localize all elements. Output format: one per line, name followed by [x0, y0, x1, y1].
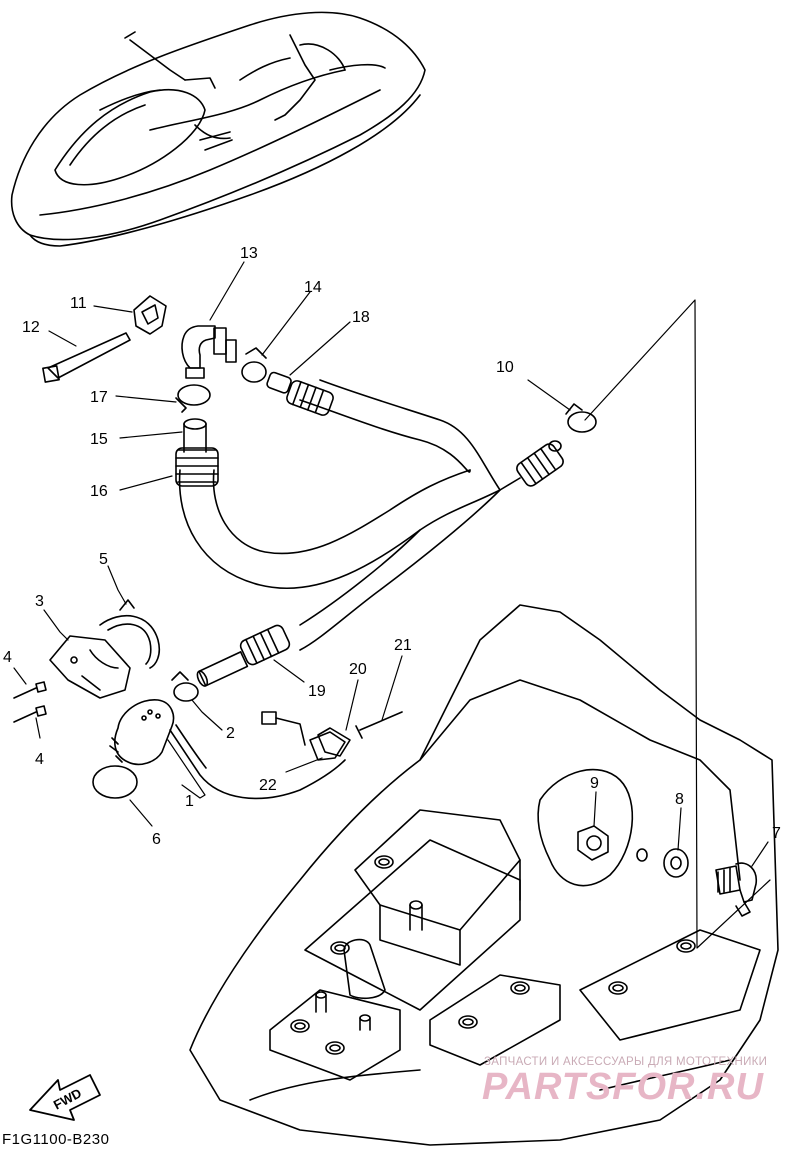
- callout-4-lower: 4: [35, 751, 44, 768]
- bilge-pump-1: [109, 699, 346, 800]
- bracket-3: [49, 635, 131, 699]
- fwd-arrow-icon: [29, 1074, 101, 1121]
- callout-4-upper: 4: [3, 649, 12, 666]
- clamp-2: [171, 671, 199, 702]
- nut-9: [577, 825, 609, 861]
- elbow-joint-13: [181, 325, 237, 379]
- callout-6: 6: [152, 831, 161, 848]
- clamp-14: [241, 347, 267, 383]
- clamp-17: [175, 384, 211, 413]
- figure-code: F1G1100-B230: [2, 1131, 110, 1148]
- callout-14: 14: [304, 279, 322, 296]
- callout-labels: 1 2 3 4 4 5 6 7 8 9 10 11 12 13 14 15 16…: [3, 245, 781, 1113]
- callout-17: 17: [90, 389, 108, 406]
- callout-7: 7: [772, 825, 781, 842]
- screw-4-upper: [13, 681, 47, 699]
- watermark-caption: ЗАПЧАСТИ И АКСЕССУАРЫ ДЛЯ МОТОТЕХНИКИ: [484, 1056, 768, 1068]
- callout-13: 13: [240, 245, 258, 262]
- hull-interior: [189, 604, 779, 1146]
- callout-9: 9: [590, 775, 599, 792]
- connector-22: [261, 711, 346, 761]
- callout-20: 20: [349, 661, 367, 678]
- holder-20: [317, 727, 351, 757]
- cable-tie-12: [42, 332, 131, 383]
- callout-18: 18: [352, 309, 370, 326]
- callout-22: 22: [259, 777, 277, 794]
- fwd-label: FWD: [51, 1085, 84, 1112]
- filter-6: [92, 765, 138, 799]
- watermark-logo: PARTSFOR.RU: [482, 1066, 764, 1108]
- callout-16: 16: [90, 483, 108, 500]
- bilge-hose: [175, 371, 564, 687]
- callout-11: 11: [70, 295, 87, 312]
- washer-8: [636, 848, 689, 878]
- callout-leaders: [13, 261, 769, 867]
- screw-4-lower: [13, 705, 47, 723]
- callout-21: 21: [394, 637, 412, 654]
- callout-2: 2: [226, 725, 235, 742]
- callout-1: 1: [185, 793, 194, 810]
- holder-11: [133, 295, 167, 335]
- callout-19: 19: [308, 683, 326, 700]
- pipe-15: [183, 418, 207, 453]
- watercraft-illustration: [10, 11, 426, 247]
- outlet-7: [715, 862, 758, 917]
- callout-10: 10: [496, 359, 514, 376]
- callout-12: 12: [22, 319, 40, 336]
- clamp-10: [565, 403, 597, 433]
- callout-15: 15: [90, 431, 108, 448]
- leader-line: [584, 299, 771, 949]
- screw-21: [355, 711, 403, 739]
- band-5: [99, 599, 161, 669]
- callout-8: 8: [675, 791, 684, 808]
- callout-5: 5: [99, 551, 108, 568]
- callout-3: 3: [35, 593, 44, 610]
